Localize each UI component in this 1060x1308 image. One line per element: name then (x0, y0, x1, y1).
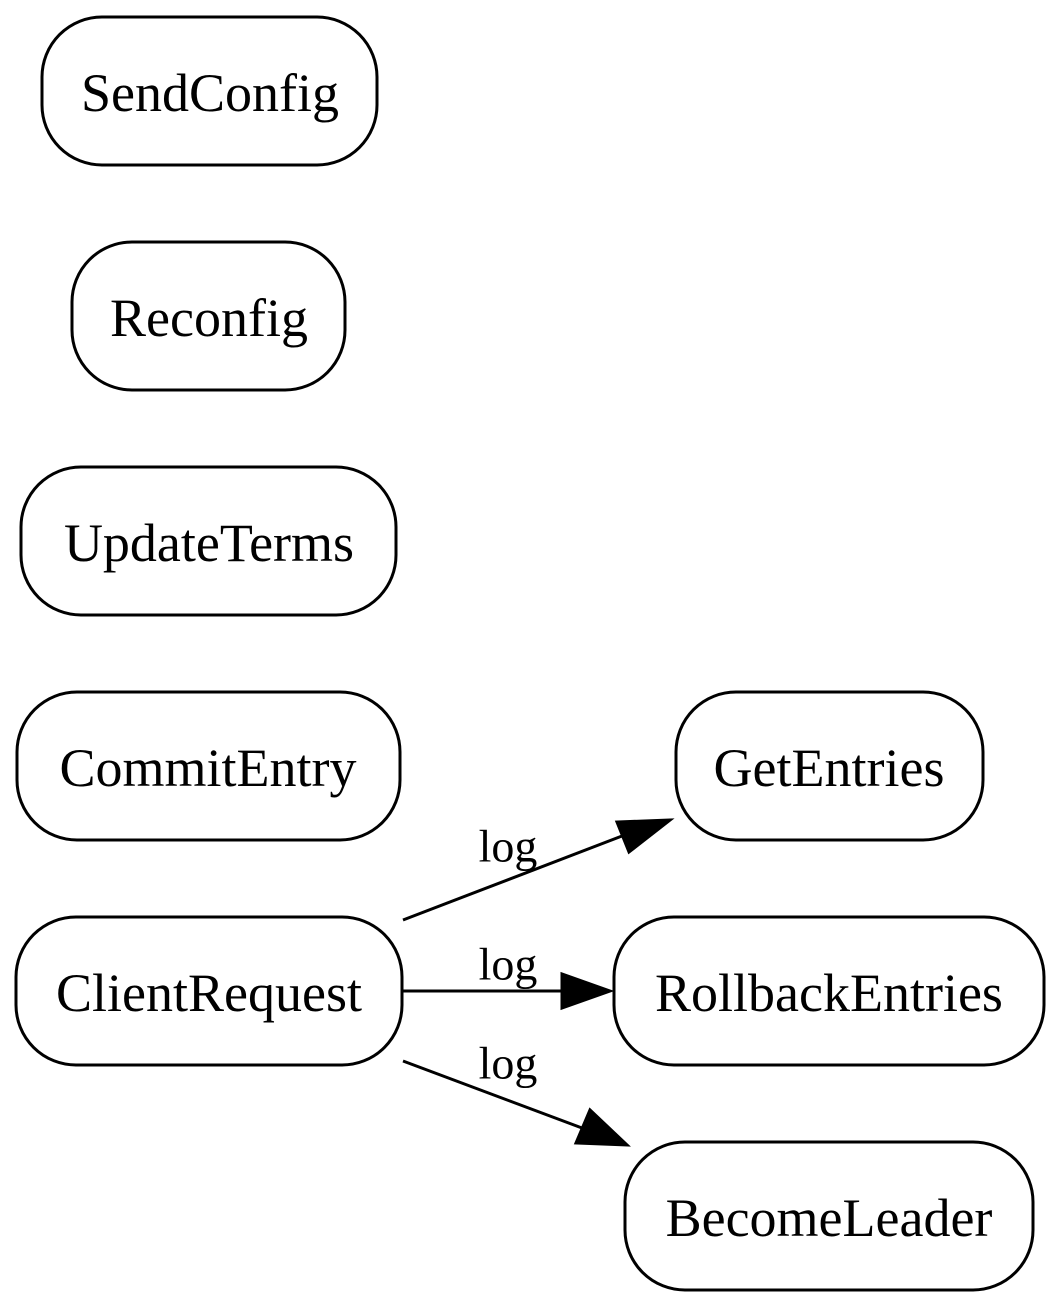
node-become-leader[interactable]: BecomeLeader (623, 1140, 1035, 1292)
edge-client-request-to-become-leader: log (402, 1038, 631, 1147)
node-get-entries[interactable]: GetEntries (674, 690, 985, 842)
edge-client-request-to-rollback-entries: log (402, 939, 615, 1011)
node-reconfig-box (70, 240, 347, 392)
edge-label: log (479, 939, 538, 990)
node-update-terms-label: UpdateTerms (64, 513, 354, 573)
arrowhead-icon (573, 1107, 631, 1147)
node-get-entries-label: GetEntries (714, 738, 945, 798)
node-update-terms[interactable]: UpdateTerms (19, 465, 398, 617)
node-get-entries-box (674, 690, 985, 842)
node-update-terms-box (19, 465, 398, 617)
node-client-request-label: ClientRequest (56, 963, 362, 1023)
edge-line (402, 1059, 583, 1130)
arrowhead-icon (614, 818, 675, 855)
node-client-request[interactable]: ClientRequest (14, 915, 404, 1067)
node-rollback-entries[interactable]: RollbackEntries (612, 915, 1046, 1067)
arrowhead-icon (560, 971, 615, 1011)
edge-client-request-to-get-entries: log (402, 818, 675, 922)
node-become-leader-label: BecomeLeader (666, 1188, 993, 1248)
node-become-leader-box (623, 1140, 1035, 1292)
edge-label: log (479, 1038, 538, 1089)
node-commit-entry-label: CommitEntry (60, 738, 357, 798)
edge-line (402, 834, 623, 922)
node-commit-entry[interactable]: CommitEntry (15, 690, 402, 842)
edge-label: log (479, 821, 538, 872)
node-send-config-box (40, 15, 379, 167)
node-reconfig-label: Reconfig (110, 288, 308, 348)
node-send-config-label: SendConfig (81, 63, 339, 123)
node-rollback-entries-label: RollbackEntries (655, 963, 1003, 1023)
node-commit-entry-box (15, 690, 402, 842)
node-send-config[interactable]: SendConfig (40, 15, 379, 167)
node-reconfig[interactable]: Reconfig (70, 240, 347, 392)
